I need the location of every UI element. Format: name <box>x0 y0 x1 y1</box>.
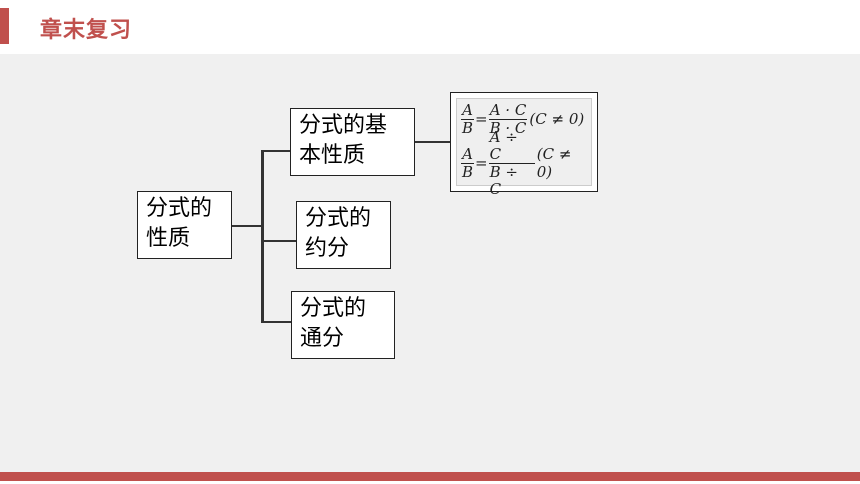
branch-node-basic: 分式的基 本性质 <box>290 108 415 176</box>
rhs-denominator: B · C <box>489 118 527 137</box>
formula-divide: A B = A ÷ C B ÷ C (C ≠ 0) <box>461 128 591 197</box>
equals-sign: = <box>475 110 488 128</box>
footer-accent-bar <box>0 472 860 481</box>
branch-node-basic-line1: 分式的基 <box>299 113 388 138</box>
formula-box: A B = A · C B · C (C ≠ 0) A B = A ÷ C B … <box>450 92 598 197</box>
branch-connector-3 <box>263 321 291 323</box>
formula-condition: (C ≠ 0) <box>529 110 585 128</box>
branch-node-reduce: 分式的 约分 <box>296 201 391 269</box>
rhs-numerator: A · C <box>488 100 528 120</box>
equals-sign: = <box>475 154 488 172</box>
root-node-line2: 性质 <box>146 226 191 251</box>
lhs-denominator: B <box>462 162 474 181</box>
trunk-line <box>261 150 264 323</box>
root-connector <box>231 225 263 227</box>
lhs-numerator: A <box>461 100 474 120</box>
root-node: 分式的 性质 <box>137 191 232 259</box>
branch-node-common-denominator: 分式的 通分 <box>291 291 395 359</box>
branch-connector-1 <box>263 150 290 152</box>
branch-node-basic-line2: 本性质 <box>299 143 366 168</box>
branch-node-common-line1: 分式的 <box>300 296 367 321</box>
header-accent-bar <box>0 8 9 44</box>
lhs-denominator: B <box>462 118 474 137</box>
content-area <box>0 54 860 472</box>
lhs-numerator: A <box>461 144 474 164</box>
branch-connector-2 <box>263 240 296 242</box>
root-node-line1: 分式的 <box>146 196 213 221</box>
formula-lhs-fraction: A B <box>461 100 474 137</box>
formula-rhs-fraction: A ÷ C B ÷ C <box>488 128 535 198</box>
branch-node-reduce-line1: 分式的 <box>305 206 372 231</box>
formula-lhs-fraction: A B <box>461 144 474 181</box>
formula-rhs-fraction: A · C B · C <box>488 100 528 137</box>
page-title: 章末复习 <box>40 18 133 43</box>
branch-node-common-line2: 通分 <box>300 326 345 351</box>
formula-connector <box>414 141 451 143</box>
formula-image: A B = A · C B · C (C ≠ 0) A B = A ÷ C B … <box>456 98 592 197</box>
rhs-denominator: B ÷ C <box>489 162 518 198</box>
rhs-numerator: A ÷ C <box>488 128 535 164</box>
formula-condition: (C ≠ 0) <box>536 145 572 181</box>
formula-multiply: A B = A · C B · C (C ≠ 0) <box>461 99 584 139</box>
branch-node-reduce-line2: 约分 <box>305 236 350 261</box>
